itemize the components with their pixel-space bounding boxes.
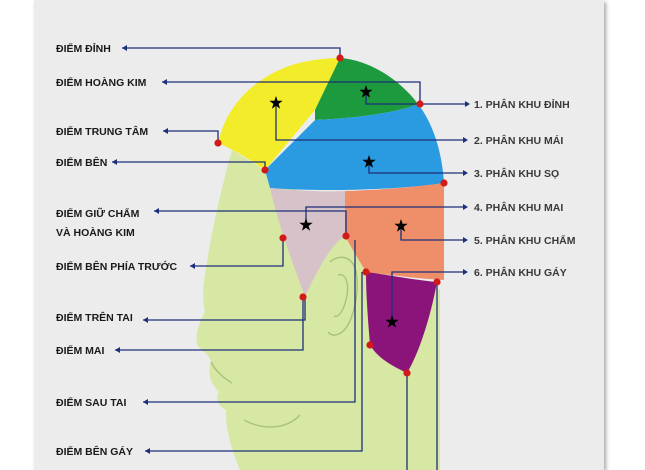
arrow-phan-khu-dinh	[465, 101, 470, 107]
label-diem-dinh: ĐIỂM ĐỈNH	[56, 42, 111, 55]
line-diem-ben-phia-truoc	[190, 238, 284, 267]
line-diem-tren-tai	[143, 296, 306, 321]
label-phan-khu-dinh: 1. PHÂN KHU ĐỈNH	[474, 98, 570, 111]
label-phan-khu-gay: 6. PHÂN KHU GÁY	[474, 266, 567, 279]
reference-points	[214, 54, 448, 377]
line-phan-khu-so	[368, 162, 466, 174]
arrow-diem-mai	[115, 347, 120, 353]
line-diem-hoang-kim	[162, 81, 421, 104]
arrow-diem-dinh	[122, 45, 127, 51]
zone-blue	[265, 104, 444, 191]
point-ben	[261, 166, 269, 174]
connector-lines-left	[112, 47, 438, 470]
label-diem-giu-cham-line2: VÀ HOÀNG KIM	[56, 226, 135, 239]
line-diem-trung-tam	[163, 130, 219, 143]
star-zone-6	[385, 315, 399, 328]
point-dinh	[336, 54, 344, 62]
arrow-diem-giu-cham	[154, 208, 159, 214]
star-zone-1	[359, 85, 373, 98]
face-silhouette	[196, 150, 440, 470]
star-zone-3	[362, 155, 376, 168]
point-giu-cham-upper	[440, 179, 448, 187]
point-mai	[299, 293, 307, 301]
point-giu-cham	[342, 232, 350, 240]
line-phan-khu-dinh	[365, 92, 468, 105]
star-zone-5	[394, 219, 408, 232]
zone-mauve	[270, 188, 345, 296]
connector-lines-right	[275, 92, 468, 322]
arrow-diem-ben-phia-truoc	[190, 263, 195, 269]
label-diem-ben-phia-truoc: ĐIỂM BÊN PHÍA TRƯỚC	[56, 260, 178, 273]
line-diem-dinh	[122, 47, 341, 58]
point-hoang-kim	[416, 100, 424, 108]
arrow-phan-khu-mai-2	[463, 204, 468, 210]
arrow-diem-sau-tai	[143, 399, 148, 405]
arrow-diem-ben	[112, 159, 117, 165]
label-phan-khu-so: 3. PHÂN KHU SỌ	[474, 167, 559, 180]
arrow-phan-khu-mai	[463, 137, 468, 143]
right-labels: 1. PHÂN KHU ĐỈNH 2. PHÂN KHU MÁI 3. PHÂN…	[474, 98, 576, 279]
line-diem-ben-gay	[145, 272, 363, 452]
ear-inner	[333, 273, 349, 318]
point-sau-tai	[366, 341, 374, 349]
zone-yellow	[218, 58, 340, 170]
label-diem-mai: ĐIỂM MAI	[56, 344, 104, 357]
arrowheads	[112, 45, 470, 454]
line-diem-giu-cham	[154, 210, 347, 236]
arrow-diem-hoang-kim	[162, 79, 167, 85]
point-ben-gay	[403, 369, 411, 377]
line-phan-khu-mai	[275, 104, 466, 141]
label-diem-sau-tai: ĐIỂM SAU TAI	[56, 396, 126, 409]
label-diem-tren-tai: ĐIỂM TRÊN TAI	[56, 311, 133, 324]
arrow-phan-khu-gay	[463, 269, 468, 275]
label-diem-ben: ĐIỂM BÊN	[56, 156, 107, 169]
left-labels: ĐIỂM ĐỈNH ĐIỂM HOÀNG KIM ĐIỂM TRUNG TÂM …	[56, 42, 178, 458]
label-diem-ben-gay: ĐIỂM BÊN GÁY	[56, 445, 133, 458]
label-phan-khu-mai-2: 4. PHÂN KHU MAI	[474, 201, 563, 214]
jaw-outline	[243, 414, 301, 428]
star-zone-2	[269, 96, 283, 109]
ear-outline	[327, 256, 358, 336]
label-diem-trung-tam: ĐIỂM TRUNG TÂM	[56, 125, 148, 138]
line-phan-khu-cham	[400, 226, 466, 241]
arrow-diem-tren-tai	[143, 317, 148, 323]
nose-outline	[210, 361, 233, 384]
line-phan-khu-gay	[391, 271, 466, 322]
line-diem-mai	[115, 297, 304, 351]
point-trung-tam	[214, 139, 222, 147]
arrow-phan-khu-cham	[463, 237, 468, 243]
zone-purple	[366, 272, 437, 373]
label-diem-hoang-kim: ĐIỂM HOÀNG KIM	[56, 76, 147, 89]
label-phan-khu-mai: 2. PHÂN KHU MÁI	[474, 134, 563, 147]
line-diem-sau-tai	[143, 240, 356, 403]
point-ben-phia-truoc	[279, 234, 287, 242]
label-diem-giu-cham-line1: ĐIỂM GIỮ CHẨM	[56, 207, 140, 220]
arrow-diem-ben-gay	[145, 448, 150, 454]
label-phan-khu-cham: 5. PHÂN KHU CHẨM	[474, 234, 576, 247]
arrow-diem-trung-tam	[163, 128, 168, 134]
zone-stars	[269, 85, 408, 328]
point-tren-tai	[362, 268, 370, 276]
arrow-phan-khu-so	[463, 170, 468, 176]
point-gay-right	[433, 278, 441, 286]
star-zone-4	[299, 218, 313, 231]
